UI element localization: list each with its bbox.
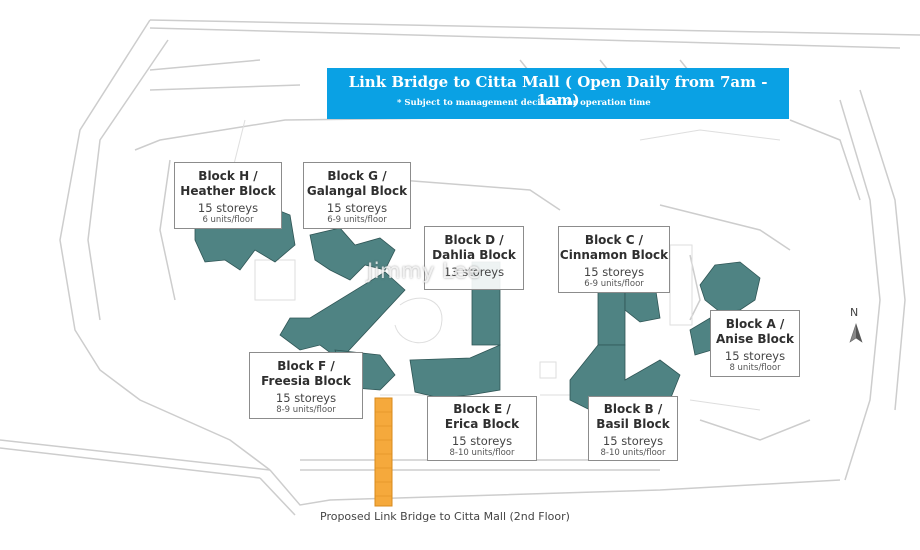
- block-c-units: 6-9 units/floor: [584, 279, 644, 289]
- block-c-name-line1: Block C /: [584, 233, 644, 247]
- block-a-storeys: 15 storeys: [724, 349, 786, 363]
- block-a-label: Block A / Anise Block 15 storeys 8 units…: [710, 310, 800, 377]
- proposed-link-bridge: [374, 397, 393, 507]
- block-f-label: Block F / Freesia Block 15 storeys 8-9 u…: [249, 352, 363, 419]
- block-h-label: Block H / Heather Block 15 storeys 6 uni…: [174, 162, 282, 229]
- block-b-building: [569, 344, 681, 411]
- block-a-units: 8 units/floor: [729, 363, 781, 373]
- block-a-wing: [689, 317, 713, 356]
- block-b-units: 8-10 units/floor: [600, 448, 666, 458]
- block-b-storeys: 15 storeys: [602, 434, 664, 448]
- block-h-name-line1: Block H /: [198, 169, 258, 183]
- block-g-label: Block G / Galangal Block 15 storeys 6-9 …: [303, 162, 411, 229]
- block-f-name-line1: Block F /: [277, 359, 335, 373]
- block-c-name-line2: Cinnamon Block: [559, 248, 669, 262]
- block-b-label: Block B / Basil Block 15 storeys 8-10 un…: [588, 396, 678, 461]
- block-e-label: Block E / Erica Block 15 storeys 8-10 un…: [427, 396, 537, 461]
- block-e-building: [409, 344, 501, 399]
- block-d-storeys: 13 storeys: [443, 265, 505, 279]
- block-c-label: Block C / Cinnamon Block 15 storeys 6-9 …: [558, 226, 670, 293]
- block-c-storeys: 15 storeys: [583, 265, 645, 279]
- block-f-units: 8-9 units/floor: [276, 405, 336, 415]
- block-a-name-line1: Block A /: [725, 317, 785, 331]
- block-f-name-line2: Freesia Block: [261, 374, 351, 388]
- block-d-label: Block D / Dahlia Block 13 storeys: [424, 226, 524, 290]
- block-d-name-line2: Dahlia Block: [432, 248, 516, 262]
- block-h-name-line2: Heather Block: [180, 184, 276, 198]
- link-bridge-banner: Link Bridge to Citta Mall ( Open Daily f…: [327, 68, 789, 119]
- block-e-storeys: 15 storeys: [451, 434, 513, 448]
- block-h-storeys: 15 storeys: [197, 201, 259, 215]
- block-a-building: [699, 261, 761, 313]
- block-b-name-line2: Basil Block: [596, 417, 670, 431]
- banner-note: * Subject to management decision for ope…: [397, 98, 651, 108]
- north-arrow-icon: [849, 323, 863, 343]
- block-f-building: [279, 271, 406, 361]
- block-d-name-line1: Block D /: [444, 233, 504, 247]
- block-e-units: 8-10 units/floor: [449, 448, 515, 458]
- block-a-name-line2: Anise Block: [716, 332, 794, 346]
- watermark-text: Jimmy Lee: [367, 259, 481, 283]
- block-b-name-line1: Block B /: [603, 402, 663, 416]
- block-g-name-line1: Block G /: [327, 169, 387, 183]
- block-g-building: [309, 227, 396, 281]
- block-g-name-line2: Galangal Block: [306, 184, 408, 198]
- block-f-storeys: 15 storeys: [275, 391, 337, 405]
- block-e-name-line2: Erica Block: [444, 417, 520, 431]
- bridge-caption: Proposed Link Bridge to Citta Mall (2nd …: [320, 510, 570, 523]
- block-e-name-line1: Block E /: [453, 402, 511, 416]
- banner-title: Link Bridge to Citta Mall ( Open Daily f…: [348, 73, 768, 109]
- block-g-storeys: 15 storeys: [326, 201, 388, 215]
- block-h-units: 6 units/floor: [202, 215, 254, 225]
- north-label: N: [850, 306, 859, 319]
- block-g-units: 6-9 units/floor: [327, 215, 387, 225]
